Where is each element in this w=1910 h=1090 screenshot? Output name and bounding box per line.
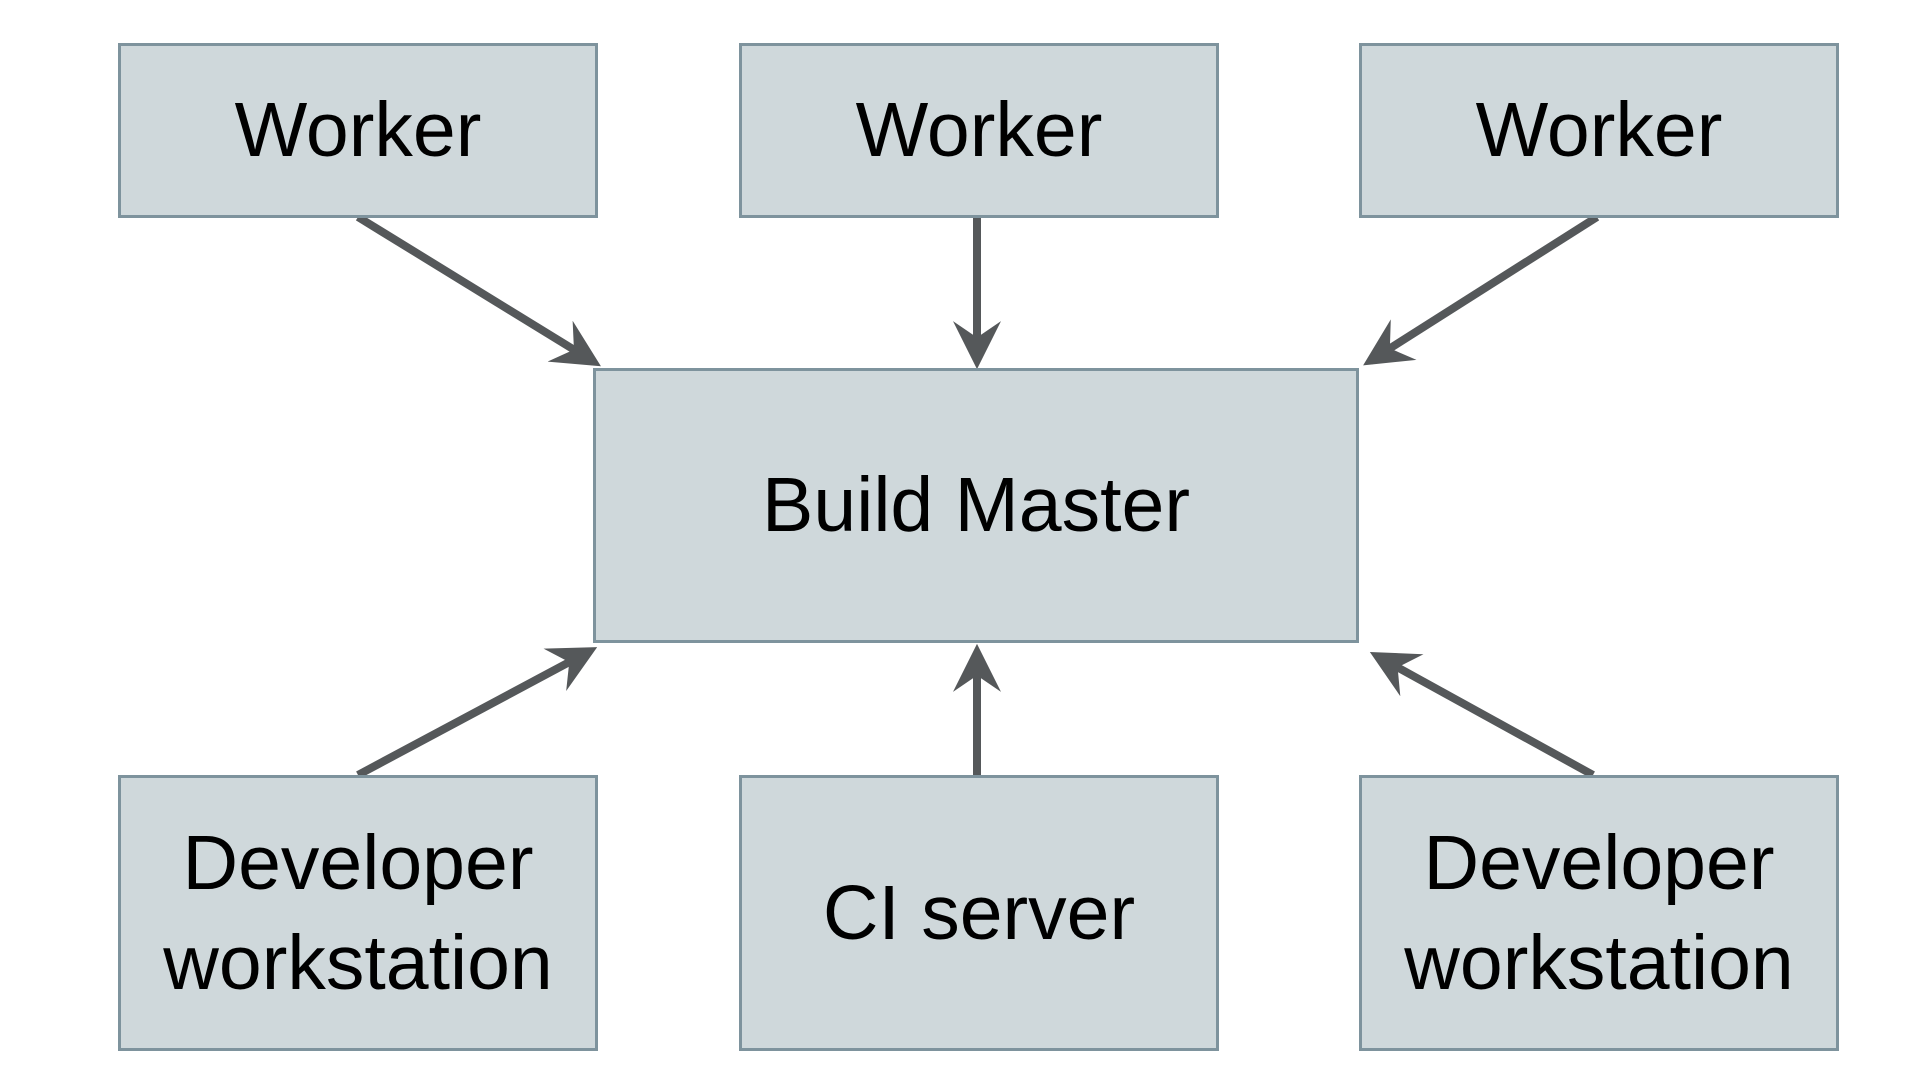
node-worker-3: Worker bbox=[1359, 43, 1839, 218]
node-dev-workstation-left: Developer workstation bbox=[118, 775, 598, 1051]
edge-dev-workstation-right-to-build-master bbox=[1369, 652, 1595, 779]
edge-worker-3-to-build-master bbox=[1363, 213, 1600, 366]
node-worker-2: Worker bbox=[739, 43, 1219, 218]
node-build-master: Build Master bbox=[593, 368, 1359, 643]
edge-dev-workstation-left-to-build-master bbox=[356, 647, 598, 779]
node-dev-workstation-right: Developer workstation bbox=[1359, 775, 1839, 1051]
node-dev-workstation-left-label: Developer workstation bbox=[163, 819, 553, 1006]
node-dev-workstation-right-label: Developer workstation bbox=[1404, 819, 1794, 1006]
node-worker-3-label: Worker bbox=[1475, 87, 1723, 174]
node-ci-server: CI server bbox=[739, 775, 1219, 1051]
node-ci-server-label: CI server bbox=[822, 869, 1136, 956]
edge-worker-1-to-build-master bbox=[355, 213, 601, 367]
node-worker-2-label: Worker bbox=[855, 87, 1103, 174]
node-worker-1: Worker bbox=[118, 43, 598, 218]
node-build-master-label: Build Master bbox=[762, 462, 1190, 549]
node-worker-1-label: Worker bbox=[234, 87, 482, 174]
